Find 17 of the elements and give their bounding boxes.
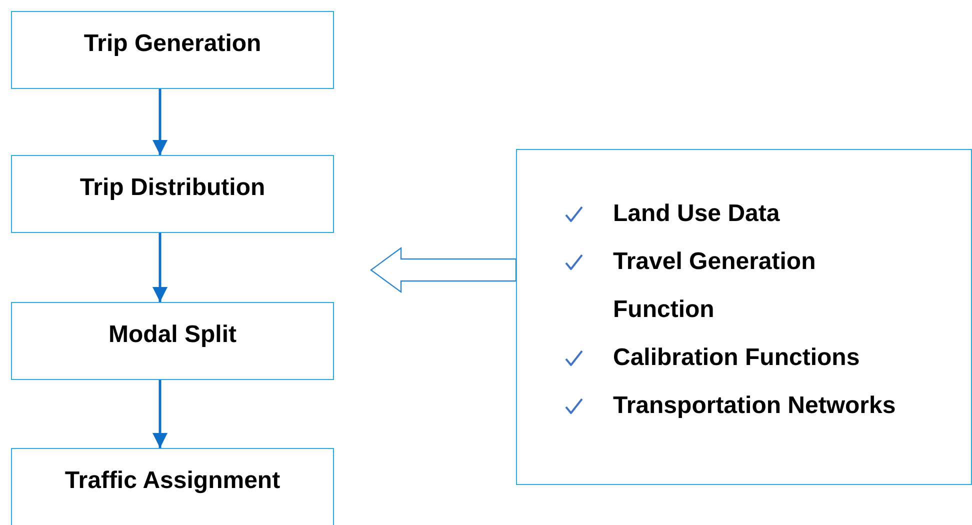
- step-label: Modal Split: [108, 321, 238, 349]
- list-item: Travel Generation Function: [613, 247, 817, 325]
- arrow: [152, 89, 168, 155]
- block-arrow: [370, 246, 517, 294]
- arrow: [152, 233, 168, 302]
- arrow: [152, 380, 168, 448]
- process-box: [11, 155, 334, 233]
- step-label: Traffic Assignment: [64, 467, 282, 495]
- list-item: Transportation Networks: [613, 391, 897, 421]
- input-list-box: [516, 149, 972, 485]
- step-label: Trip Generation: [82, 30, 262, 58]
- process-box: [11, 302, 334, 380]
- process-box: [11, 11, 334, 89]
- process-box: [11, 448, 334, 525]
- list-item: Calibration Functions: [613, 343, 861, 373]
- step-label: Trip Distribution: [78, 174, 266, 202]
- list-item: Land Use Data: [613, 199, 781, 229]
